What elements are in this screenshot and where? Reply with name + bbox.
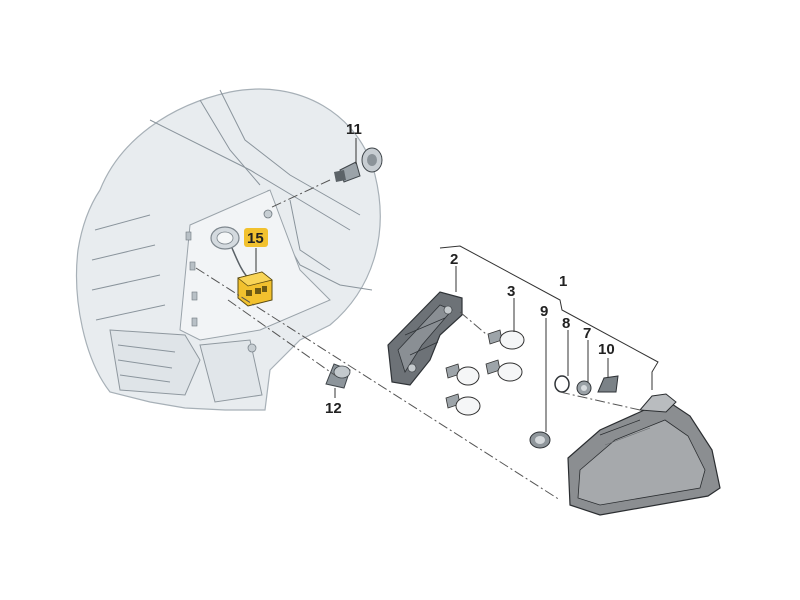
tail-lamp-housing	[567, 393, 721, 516]
callout-12: 12	[325, 400, 342, 417]
callout-1: 1	[559, 273, 567, 290]
bulbs-part-3	[445, 329, 525, 416]
o-ring-part-8	[554, 375, 570, 393]
callout-3: 3	[507, 283, 515, 300]
vehicle-body	[75, 88, 381, 411]
callout-8: 8	[562, 315, 570, 332]
bracket-part-10	[597, 375, 619, 393]
leader-lines	[255, 138, 659, 432]
callout-15-highlight	[244, 228, 268, 247]
callout-15: 15	[247, 230, 264, 247]
callouts: 1 2 3 7 8 9 10 11 12 15	[244, 121, 615, 417]
assembly-lines	[195, 179, 641, 501]
callout-10: 10	[598, 341, 615, 358]
connector-part-15	[237, 271, 273, 307]
bushing-part-7	[576, 380, 592, 396]
callout-9: 9	[540, 303, 548, 320]
callout-2: 2	[450, 251, 458, 268]
plug-part-11	[334, 147, 383, 183]
nut-part-12	[325, 363, 351, 389]
grommet-part-9	[529, 431, 551, 449]
bulb-carrier-part-2	[387, 291, 463, 386]
callout-11: 11	[346, 121, 362, 138]
callout-7: 7	[583, 325, 591, 342]
